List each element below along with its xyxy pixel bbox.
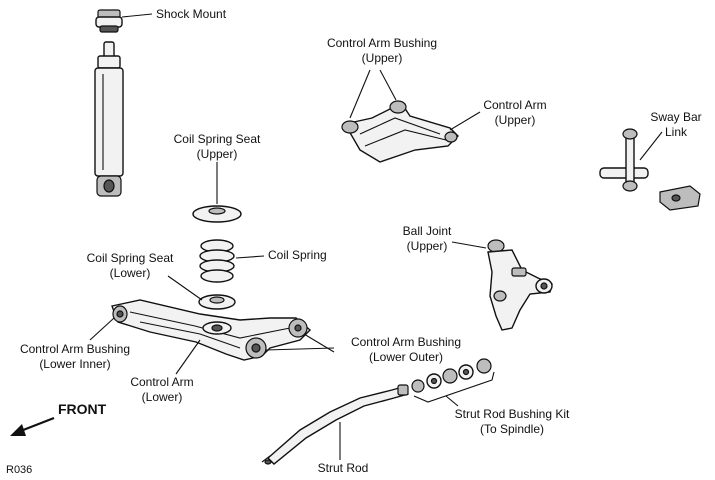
sway-bar-link-sub: Link: [665, 125, 688, 139]
strut-rod-bushing-kit-label: Strut Rod Bushing Kit: [455, 407, 570, 421]
control-arm-bushing-upper-sub: (Upper): [362, 51, 403, 65]
strut-rod-part: [261, 384, 409, 465]
figure-code: R036: [6, 464, 32, 476]
coil-spring-seat-lower-sub: (Lower): [110, 266, 151, 280]
control-arm-bushing-lower-outer-label: Control Arm Bushing: [351, 335, 461, 349]
coil-spring-seat-lower-label: Coil Spring Seat: [87, 251, 174, 265]
shock-mount-label: Shock Mount: [156, 7, 227, 21]
control-arm-lower-sub: (Lower): [142, 390, 183, 404]
coil-spring-label: Coil Spring: [268, 248, 327, 262]
control-arm-upper-label: Control Arm: [483, 98, 546, 112]
control-arm-bushing-lower-inner-label: Control Arm Bushing: [20, 342, 130, 356]
control-arm-bushing-lower-outer-sub: (Lower Outer): [369, 350, 443, 364]
front-label: FRONT: [58, 401, 107, 417]
coil-spring-part: [199, 239, 235, 283]
coil-spring-seat-lower-part: [198, 294, 236, 310]
strut-rod-label: Strut Rod: [318, 461, 369, 475]
front-arrow-icon: [10, 416, 55, 436]
sway-bar-link-part: [599, 128, 701, 211]
coil-spring-seat-upper-sub: (Upper): [197, 147, 238, 161]
sway-bar-link-label: Sway Bar: [650, 110, 701, 124]
control-arm-lower-label: Control Arm: [130, 375, 193, 389]
coil-spring-seat-upper-label: Coil Spring Seat: [174, 132, 261, 146]
control-arm-bushing-upper-label: Control Arm Bushing: [327, 36, 437, 50]
strut-rod-bushing-kit-part: [411, 358, 492, 393]
control-arm-bushing-lower-outer-part: [245, 318, 308, 359]
coil-spring-seat-upper-part: [192, 205, 242, 223]
shock-mount-part: [95, 9, 123, 33]
ball-joint-upper-label: Ball Joint: [403, 224, 452, 238]
control-arm-upper-sub: (Upper): [495, 113, 536, 127]
control-arm-bushing-lower-inner-part: [112, 305, 128, 323]
strut-rod-bushing-kit-sub: (To Spindle): [480, 422, 544, 436]
control-arm-bushing-lower-inner-sub: (Lower Inner): [39, 357, 110, 371]
shock-absorber-part: [94, 41, 124, 197]
upper-control-arm-part: [341, 100, 459, 163]
spindle-ball-joint-part: [487, 239, 553, 331]
ball-joint-upper-sub: (Upper): [407, 239, 448, 253]
